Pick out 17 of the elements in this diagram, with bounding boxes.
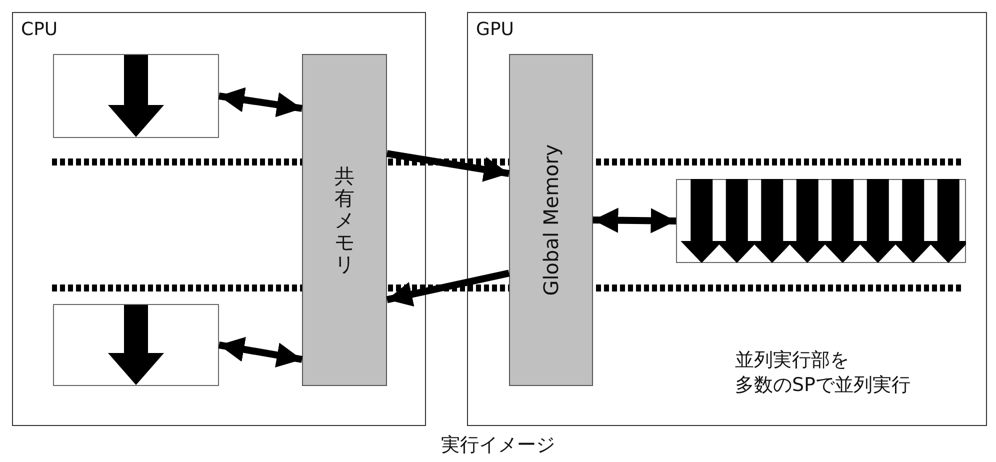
arrow <box>386 270 510 307</box>
process-box <box>53 304 219 386</box>
arrow <box>386 150 510 182</box>
memory-bar <box>302 54 387 386</box>
panel-frame <box>12 12 426 426</box>
panel-title: GPU <box>476 19 514 40</box>
caption: 実行イメージ <box>440 433 556 458</box>
panel-title: CPU <box>21 19 58 40</box>
memory-label: Global Memory <box>539 144 563 296</box>
arrow <box>218 336 303 368</box>
panel-frame <box>467 12 987 426</box>
arrow <box>592 208 676 234</box>
memory-label: 共有メモリ <box>334 165 354 275</box>
arrow <box>218 87 303 118</box>
process-box <box>53 54 219 138</box>
note-text: 並列実行部を多数のSPで並列実行 <box>735 348 912 398</box>
memory-bar <box>509 54 593 386</box>
